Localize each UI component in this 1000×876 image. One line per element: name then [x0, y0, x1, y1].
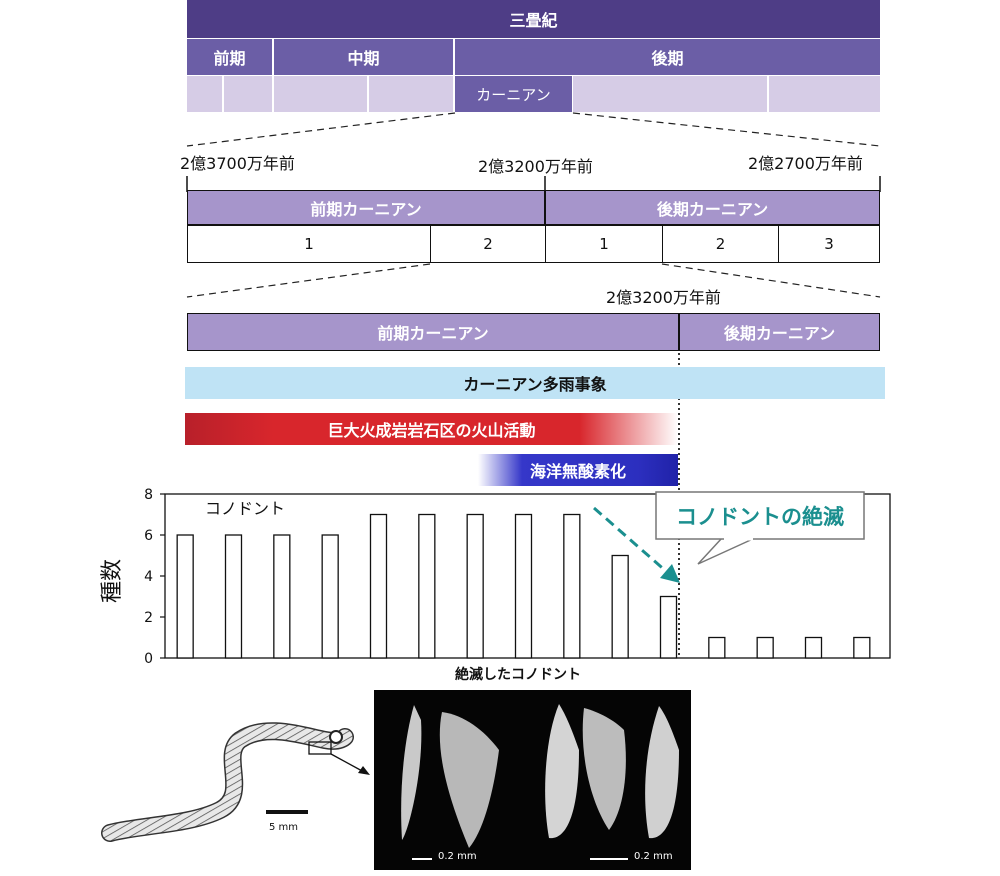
time-label-232-detail: 2億3200万年前 [606, 288, 721, 307]
bar [563, 513, 581, 659]
epoch-early-label: 前期 [213, 49, 246, 68]
volcanism-band: 巨大火成岩岩石区の火山活動 [185, 413, 678, 445]
stage-cell [187, 76, 223, 112]
zone-label: 2 [715, 235, 726, 253]
bar [224, 534, 243, 659]
period-header: 三畳紀 [187, 0, 880, 38]
time-label-232: 2億3200万年前 [478, 157, 593, 176]
bar [756, 636, 774, 659]
bar [369, 513, 388, 659]
stage-carnian: カーニアン [455, 76, 572, 112]
y-tick-label: 4 [144, 569, 153, 585]
rain-event-band: カーニアン多雨事象 [185, 367, 885, 399]
bar [418, 513, 436, 659]
zone-cell: 1 [187, 225, 431, 263]
scale-sem-left-label: 0.2 mm [438, 851, 477, 862]
anoxia-band: 海洋無酸素化 [478, 454, 678, 486]
bar [611, 554, 629, 659]
stage-cell [573, 76, 768, 112]
scale-main-label: 5 mm [269, 822, 299, 833]
bar [321, 534, 339, 659]
detail2-early-label: 前期カーニアン [377, 324, 489, 343]
substage-late-carnian: 後期カーニアン [545, 190, 880, 225]
conodont-elements-micrograph [401, 704, 679, 860]
time-label-227: 2億2700万年前 [748, 154, 863, 173]
substage-early-carnian: 前期カーニアン [187, 190, 545, 225]
bar [708, 636, 726, 659]
zone-label: 2 [483, 235, 493, 253]
substage-early-label: 前期カーニアン [310, 199, 422, 219]
y-tick-label: 2 [144, 610, 153, 626]
period-label: 三畳紀 [509, 11, 558, 30]
zone-cell: 3 [778, 225, 880, 263]
callout-label: コノドントの絶滅 [676, 504, 844, 529]
bar [804, 636, 823, 659]
zone-label: 3 [824, 235, 834, 253]
y-tick-label: 0 [144, 651, 153, 667]
detail2-late-label: 後期カーニアン [723, 324, 836, 343]
zone-cell: 2 [662, 225, 779, 263]
zone-cell: 1 [545, 225, 663, 263]
bar [853, 636, 871, 659]
epoch-middle-label: 中期 [347, 49, 380, 68]
epoch-late-label: 後期 [651, 49, 684, 68]
y-tick-label: 6 [144, 528, 153, 544]
callout-bubble [655, 491, 865, 565]
scale-sem-right-label: 0.2 mm [634, 851, 673, 862]
stage-cell [769, 76, 880, 112]
bar [466, 513, 484, 659]
rain-event-label: カーニアン多雨事象 [463, 375, 607, 394]
zone-label: 1 [599, 235, 609, 253]
time-label-237: 2億3700万年前 [180, 154, 295, 173]
epoch-middle: 中期 [274, 39, 454, 75]
zone-label: 1 [304, 235, 314, 253]
bar [273, 534, 291, 659]
stage-cell [274, 76, 368, 112]
anoxia-label: 海洋無酸素化 [529, 462, 626, 481]
stage-cell [369, 76, 454, 112]
callout-text: コノドントの絶滅 [656, 492, 864, 539]
detail2-early-carnian: 前期カーニアン [187, 313, 679, 351]
chart-ylabel: 種数 [100, 558, 126, 604]
substage-late-label: 後期カーニアン [656, 199, 769, 219]
chart-series-label: コノドント [205, 499, 286, 518]
volcanism-label: 巨大火成岩岩石区の火山活動 [327, 421, 536, 440]
bar [514, 513, 533, 659]
epoch-late: 後期 [455, 39, 880, 75]
stage-carnian-label: カーニアン [476, 85, 551, 104]
conodont-animal-illustration [101, 722, 370, 842]
zone-cell: 2 [430, 225, 546, 263]
detail2-late-carnian: 後期カーニアン [679, 313, 880, 351]
y-tick-label: 8 [144, 487, 153, 503]
chart-xlabel: 絶滅したコノドント [455, 667, 581, 683]
sem-photo-panel: 0.2 mm 0.2 mm [374, 690, 691, 870]
bar [176, 534, 194, 659]
stage-cell [224, 76, 273, 112]
epoch-early: 前期 [187, 39, 273, 75]
conodont-bar-chart: 0 2 4 6 8 [144, 487, 891, 667]
bar [659, 595, 678, 659]
